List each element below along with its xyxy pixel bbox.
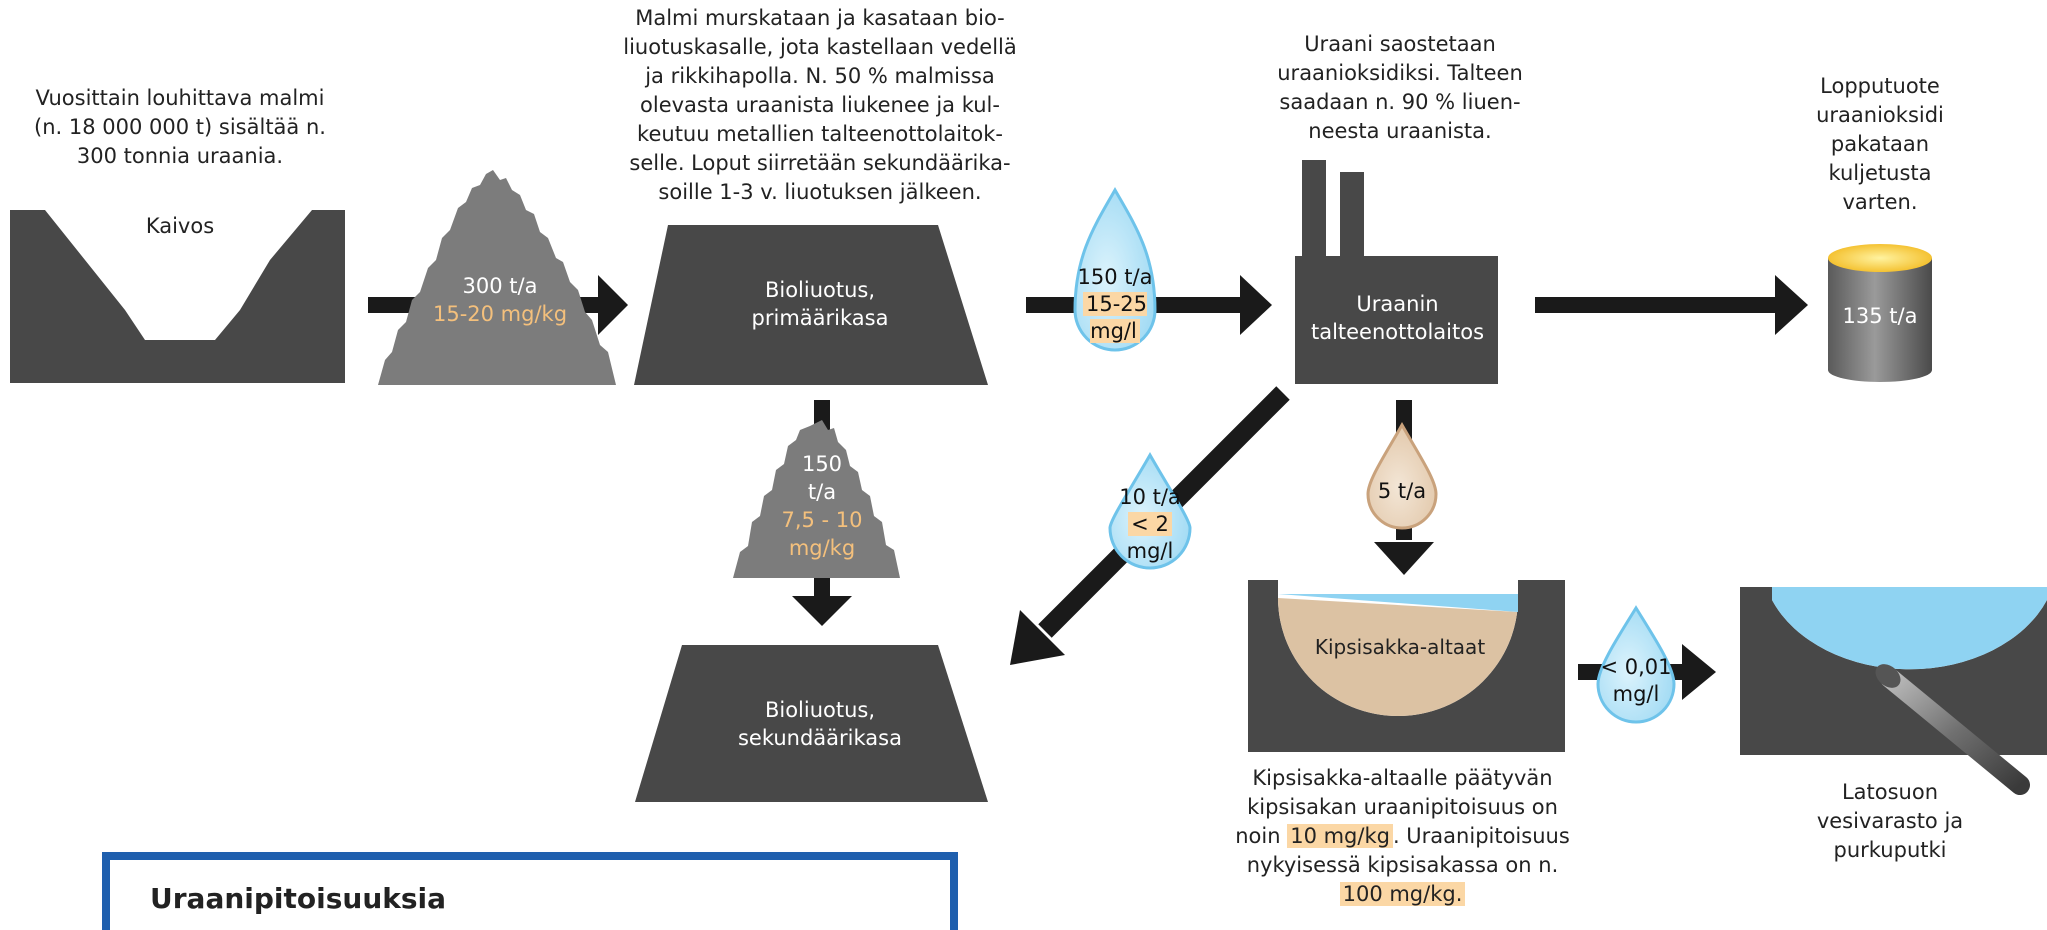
drop-gypsum-label: 5 t/a: [1377, 479, 1427, 503]
secondary-pile-shape: [733, 420, 900, 578]
secondary-heap-label: Bioliuotus, sekundäärikasa: [737, 698, 902, 750]
precip-description: Uraani saostetaan uraanioksidiksi. Talte…: [1277, 32, 1523, 143]
legend-title: Uraanipitoisuuksia: [150, 882, 447, 915]
pipe-shape: [1875, 664, 2030, 795]
plant-chimney-2: [1340, 172, 1364, 260]
plant-building-shape: [1295, 256, 1498, 384]
drop-out-label: < 0,01 mg/l: [1600, 655, 1672, 706]
secondary-heap-shape: [635, 645, 988, 802]
primary-heap-shape: [634, 225, 988, 385]
drop-out-shape: [1596, 605, 1676, 724]
ore-pile-shape: [378, 170, 616, 385]
drop-back-label: 10 t/a < 2 mg/l: [1119, 485, 1181, 563]
mine-label: Kaivos: [145, 214, 215, 238]
diagram-graphics: [10, 160, 2047, 802]
arrow-plant-to-barrel: [1535, 275, 1808, 335]
gypsum-pond-label: Kipsisakka-altaat: [1314, 635, 1486, 659]
drop-main-label: 150 t/a 15-25 mg/l: [1077, 265, 1153, 343]
primary-heap-label: Bioliuotus, primäärikasa: [751, 278, 889, 330]
final-description: Lopputuote uraanioksidi pakataan kuljetu…: [1816, 74, 1944, 214]
plant-chimney-1: [1302, 160, 1326, 260]
crush-description: Malmi murskataan ja kasataan bio- liuotu…: [623, 6, 1017, 204]
legend-box: Uraanipitoisuuksia: [102, 852, 958, 930]
barrel-shape: [1828, 244, 1932, 382]
mine-pit-shape: [10, 210, 345, 383]
ore-pile-label: 300 t/a 15-20 mg/kg: [432, 274, 568, 326]
gypsum-description: Kipsisakka-altaalle päätyvän kipsisakan …: [1235, 766, 1570, 906]
barrel-label: 135 t/a: [1842, 304, 1918, 328]
arrow-to-secondary: [792, 578, 852, 626]
lake-description: Latosuon vesivarasto ja purkuputki: [1816, 780, 1964, 862]
drop-back-shape: [1108, 451, 1192, 570]
drop-gypsum-shape: [1366, 421, 1438, 530]
diagram: Vuosittain louhittava malmi (n. 18 000 0…: [10, 6, 2047, 930]
gypsum-pond-shape: [1248, 580, 1565, 752]
plant-label: Uraanin talteenottolaitos: [1310, 292, 1485, 344]
mine-description: Vuosittain louhittava malmi (n. 18 000 0…: [34, 86, 326, 168]
secondary-pile-label: 150 t/a 7,5 - 10 mg/kg: [781, 452, 863, 560]
